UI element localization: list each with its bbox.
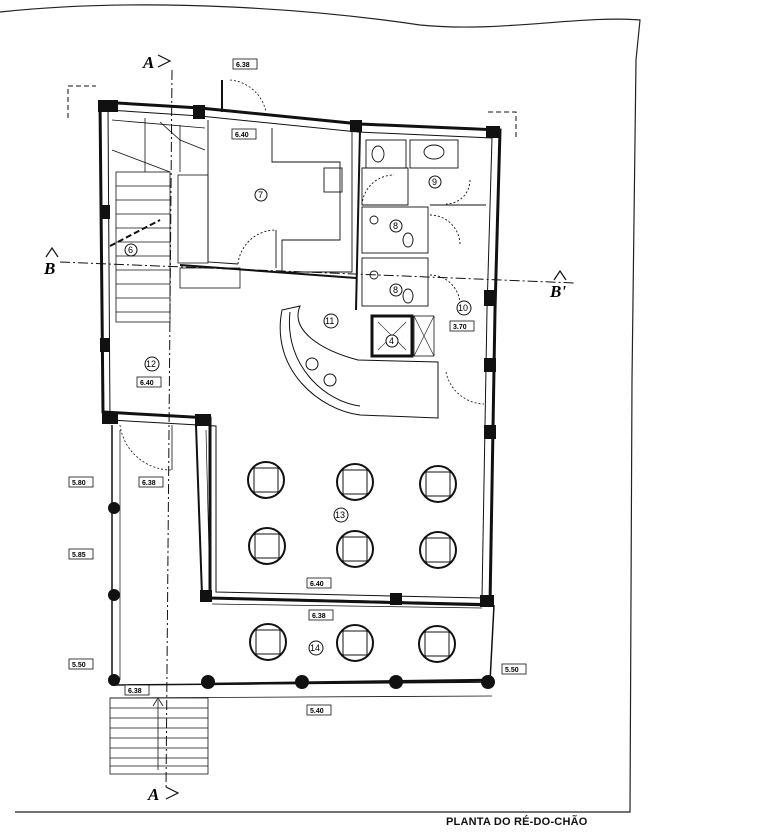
bathrooms [355,129,486,311]
dim-room7: 6.40 [235,132,249,139]
table-set [247,461,457,663]
dim-left-inner: 6.38 [142,480,156,487]
room-4: 4 [389,336,394,346]
room-11: 11 [325,316,334,326]
room-13: 13 [335,510,345,520]
section-marker-b-right: B' [549,269,567,301]
section-marker-b-left: B [43,246,59,278]
dim-room12: 6.40 [140,380,154,387]
dim-top: 6.38 [236,62,250,69]
section-line-b [59,261,576,284]
room-12: 12 [146,359,156,369]
dim-window-bottom: 6.38 [312,613,326,620]
room-8b: 8 [393,285,398,295]
dim-right-3: 5.50 [505,667,519,674]
wall-pillars [98,100,500,607]
bar-counter [279,305,439,419]
svg-text:A: A [147,785,159,804]
room-7: 7 [258,190,263,200]
svg-text:B: B [43,259,55,278]
svg-text:A: A [142,53,154,72]
section-line-a [165,69,173,791]
dim-room10: 3.70 [453,324,467,331]
room-markers [124,175,472,656]
upper-outline [67,85,517,140]
kitchen [179,120,357,279]
room-10: 10 [458,303,468,313]
plan-title: PLANTA DO RÉ-DO-CHÃO [446,816,588,828]
main-walls [98,100,502,607]
dim-left-1: 5.80 [72,480,86,487]
entry-steps [109,697,209,775]
dim-left-2: 5.85 [72,552,86,559]
elevator [370,314,435,358]
dim-dining-bottom: 6.40 [310,581,324,588]
dim-porch-left: 6.38 [128,688,142,695]
room-9: 9 [432,177,437,187]
interior-stairs [109,118,241,323]
room-6: 6 [128,245,133,255]
room-14: 14 [310,643,320,653]
dim-left-3: 5.50 [72,662,86,669]
paper-edge [0,4,641,813]
dining-tables [247,461,457,663]
section-marker-a-top: A [142,53,172,72]
svg-text:B': B' [549,282,566,301]
terrace-columns [108,502,495,689]
section-marker-a-bottom: A [147,785,180,804]
dimension-labels [68,58,527,716]
interior-walls [119,79,485,609]
room-8a: 8 [393,221,398,231]
dim-porch-bottom: 5.40 [310,708,324,715]
